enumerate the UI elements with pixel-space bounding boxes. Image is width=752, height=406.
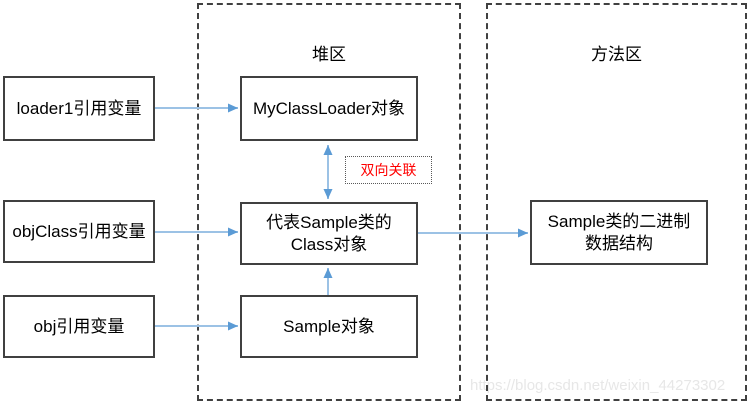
box-sample-class-line1: 代表Sample类的 [266, 213, 392, 233]
box-obj-reference: obj引用变量 [3, 295, 155, 358]
box-myclassloader-label: MyClassLoader对象 [252, 98, 406, 118]
box-sample-object: Sample对象 [240, 295, 418, 358]
box-sample-class-line2: Class对象 [290, 234, 368, 254]
box-obj-label: obj引用变量 [33, 316, 125, 336]
bidirectional-association-label-box: 双向关联 [345, 156, 432, 184]
box-sample-class-object: 代表Sample类的 Class对象 [240, 202, 418, 265]
box-loader1-label: loader1引用变量 [16, 98, 142, 118]
box-loader1-reference: loader1引用变量 [3, 76, 155, 141]
box-myclassloader-object: MyClassLoader对象 [240, 76, 418, 141]
region-heap: 堆区 [197, 3, 461, 401]
watermark-text: https://blog.csdn.net/weixin_44273302 [470, 377, 726, 394]
box-objclass-label: objClass引用变量 [12, 221, 146, 241]
box-sample-binary-line2: 数据结构 [585, 233, 653, 253]
box-objclass-reference: objClass引用变量 [3, 200, 155, 263]
box-sample-binary-line1: Sample类的二进制 [547, 212, 691, 232]
heap-title: 堆区 [312, 45, 346, 64]
region-method-area: 方法区 [486, 3, 747, 401]
method-area-title: 方法区 [591, 45, 642, 64]
box-sample-label: Sample对象 [283, 316, 375, 336]
box-sample-binary-data: Sample类的二进制 数据结构 [530, 200, 708, 265]
bidirectional-association-label: 双向关联 [360, 162, 417, 178]
